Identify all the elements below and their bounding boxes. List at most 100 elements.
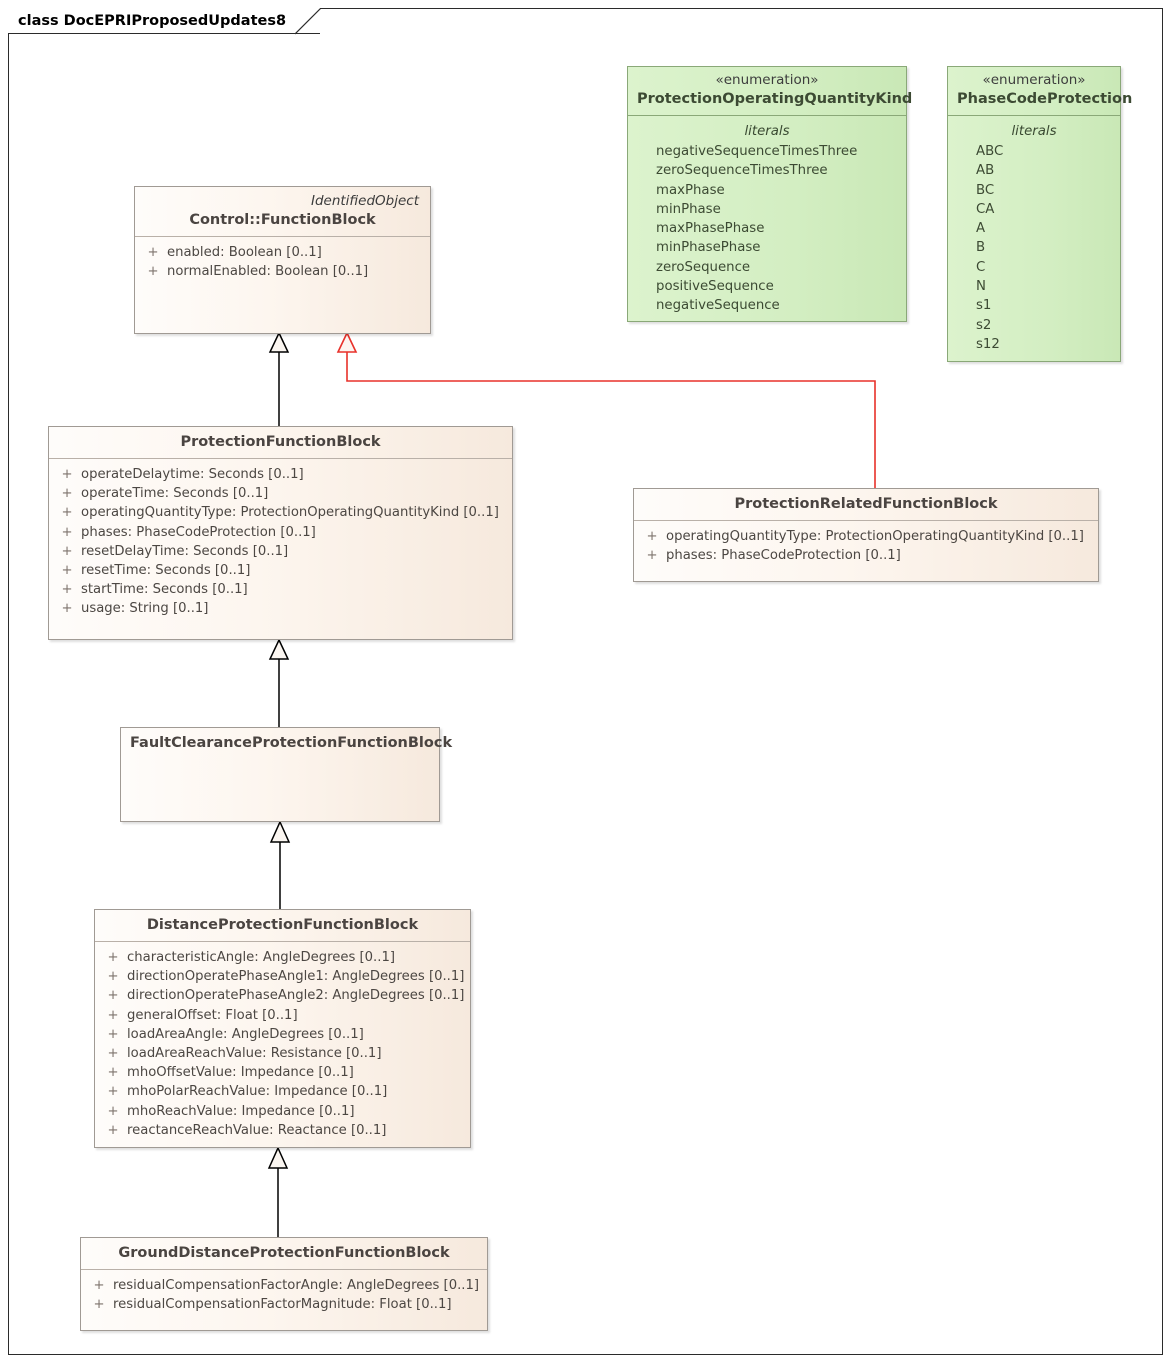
enum-node-protectionoperatingquantitykind[interactable]: «enumeration» ProtectionOperatingQuantit…	[627, 66, 913, 322]
attribute-visibility: +	[61, 524, 73, 540]
enum-literal: C	[976, 259, 986, 275]
class-attributes-protectionfunctionblock: + operateDelaytime: Seconds [0..1] + ope…	[49, 459, 512, 626]
class-node-distanceprotectionfunctionblock[interactable]: DistanceProtectionFunctionBlock + charac…	[94, 909, 471, 1148]
literals-section-label: literals	[744, 124, 790, 139]
attribute-visibility: +	[107, 1065, 119, 1081]
attribute-row: + loadAreaAngle: AngleDegrees [0..1]	[99, 1025, 466, 1044]
enum-literal: B	[976, 240, 986, 256]
attribute-row: + operateDelaytime: Seconds [0..1]	[53, 465, 508, 484]
attribute-signature: phases: PhaseCodeProtection [0..1]	[81, 524, 316, 540]
attribute-visibility: +	[646, 548, 658, 564]
attribute-visibility: +	[107, 1046, 119, 1062]
attribute-signature: characteristicAngle: AngleDegrees [0..1]	[127, 950, 395, 965]
class-title: ProtectionFunctionBlock	[180, 434, 381, 450]
attribute-visibility: +	[147, 264, 159, 280]
attribute-signature: operatingQuantityType: ProtectionOperati…	[81, 505, 499, 521]
attribute-row: + directionOperatePhaseAngle2: AngleDegr…	[99, 986, 466, 1005]
attribute-signature: loadAreaAngle: AngleDegrees [0..1]	[127, 1026, 364, 1042]
class-header-grounddistanceprotectionfunctionblock: GroundDistanceProtectionFunctionBlock	[81, 1238, 487, 1270]
class-attributes-faultclearanceprotectionfunctionblock	[121, 759, 439, 772]
attribute-signature: operatingQuantityType: ProtectionOperati…	[666, 529, 1084, 544]
class-node-protectionfunctionblock[interactable]: ProtectionFunctionBlock + operateDelayti…	[48, 426, 513, 640]
attribute-row: + operatingQuantityType: ProtectionOpera…	[53, 503, 508, 522]
attribute-row: + startTime: Seconds [0..1]	[53, 580, 508, 599]
attribute-row: + resetTime: Seconds [0..1]	[53, 561, 508, 580]
attribute-signature: generalOffset: Float [0..1]	[127, 1007, 298, 1023]
attribute-visibility: +	[107, 950, 119, 965]
attribute-signature: resetTime: Seconds [0..1]	[81, 563, 251, 579]
enum-literal: s1	[976, 298, 992, 314]
frame-tab-underline	[8, 33, 321, 34]
attribute-visibility: +	[107, 1007, 119, 1023]
attribute-signature: normalEnabled: Boolean [0..1]	[167, 264, 369, 280]
enum-literal: ABC	[976, 144, 1004, 159]
class-node-grounddistanceprotectionfunctionblock[interactable]: GroundDistanceProtectionFunctionBlock + …	[80, 1237, 488, 1331]
enum-literal: AB	[976, 163, 995, 179]
enum-literal: negativeSequenceTimesThree	[656, 144, 858, 159]
class-node-faultclearanceprotectionfunctionblock[interactable]: FaultClearanceProtectionFunctionBlock	[120, 727, 452, 822]
class-title: ProtectionRelatedFunctionBlock	[734, 496, 998, 512]
attribute-visibility: +	[61, 543, 73, 559]
enum-literal: CA	[976, 201, 995, 217]
enum-title: ProtectionOperatingQuantityKind	[637, 91, 913, 107]
enum-literal: zeroSequenceTimesThree	[656, 163, 828, 179]
attribute-row: + characteristicAngle: AngleDegrees [0..…	[99, 948, 466, 967]
enum-stereotype: «enumeration»	[715, 72, 819, 88]
frame-tab-slant-icon	[294, 7, 322, 35]
attribute-row: + operateTime: Seconds [0..1]	[53, 484, 508, 503]
attribute-signature: directionOperatePhaseAngle2: AngleDegree…	[127, 988, 465, 1004]
class-attributes-grounddistanceprotectionfunctionblock: + residualCompensationFactorAngle: Angle…	[81, 1270, 487, 1321]
attribute-visibility: +	[107, 969, 119, 985]
attribute-row: + normalEnabled: Boolean [0..1]	[139, 262, 426, 281]
class-header-protectionfunctionblock: ProtectionFunctionBlock	[49, 427, 512, 459]
enum-literal: maxPhase	[656, 182, 725, 198]
attribute-row: + usage: String [0..1]	[53, 599, 508, 618]
diagram-frame-tab: class DocEPRIProposedUpdates8	[8, 7, 322, 35]
attribute-visibility: +	[107, 1122, 119, 1138]
class-parent-label: IdentifiedObject	[310, 193, 419, 209]
attribute-signature: residualCompensationFactorAngle: AngleDe…	[113, 1278, 480, 1293]
attribute-signature: reactanceReachValue: Reactance [0..1]	[127, 1122, 387, 1138]
attribute-visibility: +	[107, 1026, 119, 1042]
enum-literals-phasecodeprotection: literals ABC AB BC CA A B C N s1 s2 s12	[948, 116, 1120, 361]
class-node-protectionrelatedfunctionblock[interactable]: ProtectionRelatedFunctionBlock + operati…	[633, 488, 1099, 582]
attribute-signature: startTime: Seconds [0..1]	[81, 582, 248, 598]
attribute-signature: operateTime: Seconds [0..1]	[81, 486, 269, 502]
attribute-row: + mhoReachValue: Impedance [0..1]	[99, 1102, 466, 1121]
diagram-frame-label: class DocEPRIProposedUpdates8	[18, 13, 287, 29]
attribute-row: + generalOffset: Float [0..1]	[99, 1006, 466, 1025]
enum-literal: zeroSequence	[656, 259, 751, 275]
enum-literal: s2	[976, 317, 992, 333]
attribute-row: + mhoPolarReachValue: Impedance [0..1]	[99, 1082, 466, 1101]
attribute-row: + mhoOffsetValue: Impedance [0..1]	[99, 1063, 466, 1082]
enum-node-phasecodeprotection[interactable]: «enumeration» PhaseCodeProtection litera…	[947, 66, 1132, 362]
attribute-row: + resetDelayTime: Seconds [0..1]	[53, 542, 508, 561]
enum-literal: negativeSequence	[656, 298, 780, 314]
enum-literal: minPhase	[656, 201, 721, 217]
attribute-signature: operateDelaytime: Seconds [0..1]	[81, 467, 304, 482]
attribute-signature: directionOperatePhaseAngle1: AngleDegree…	[127, 969, 465, 985]
attribute-visibility: +	[61, 505, 73, 521]
attribute-signature: resetDelayTime: Seconds [0..1]	[81, 543, 289, 559]
attribute-signature: usage: String [0..1]	[81, 601, 209, 617]
attribute-signature: mhoPolarReachValue: Impedance [0..1]	[127, 1084, 388, 1100]
class-title: Control::FunctionBlock	[189, 212, 376, 228]
attribute-row: + reactanceReachValue: Reactance [0..1]	[99, 1121, 466, 1140]
class-header-protectionrelatedfunctionblock: ProtectionRelatedFunctionBlock	[634, 489, 1098, 521]
attribute-visibility: +	[61, 467, 73, 482]
class-attributes-distanceprotectionfunctionblock: + characteristicAngle: AngleDegrees [0..…	[95, 942, 470, 1147]
class-header-distanceprotectionfunctionblock: DistanceProtectionFunctionBlock	[95, 910, 470, 942]
attribute-signature: loadAreaReachValue: Resistance [0..1]	[127, 1046, 382, 1062]
enum-stereotype: «enumeration»	[982, 72, 1086, 88]
class-header-control-functionblock: IdentifiedObject Control::FunctionBlock	[135, 187, 430, 237]
class-attributes-protectionrelatedfunctionblock: + operatingQuantityType: ProtectionOpera…	[634, 521, 1098, 572]
attribute-row: + enabled: Boolean [0..1]	[139, 243, 426, 262]
enum-literal: maxPhasePhase	[656, 221, 765, 237]
attribute-visibility: +	[107, 988, 119, 1004]
diagram-frame	[8, 8, 1163, 1355]
enum-literal: s12	[976, 336, 1000, 352]
enum-literal: N	[976, 279, 986, 295]
class-node-control-functionblock[interactable]: IdentifiedObject Control::FunctionBlock …	[134, 186, 431, 334]
attribute-visibility: +	[93, 1278, 105, 1293]
attribute-row: + loadAreaReachValue: Resistance [0..1]	[99, 1044, 466, 1063]
